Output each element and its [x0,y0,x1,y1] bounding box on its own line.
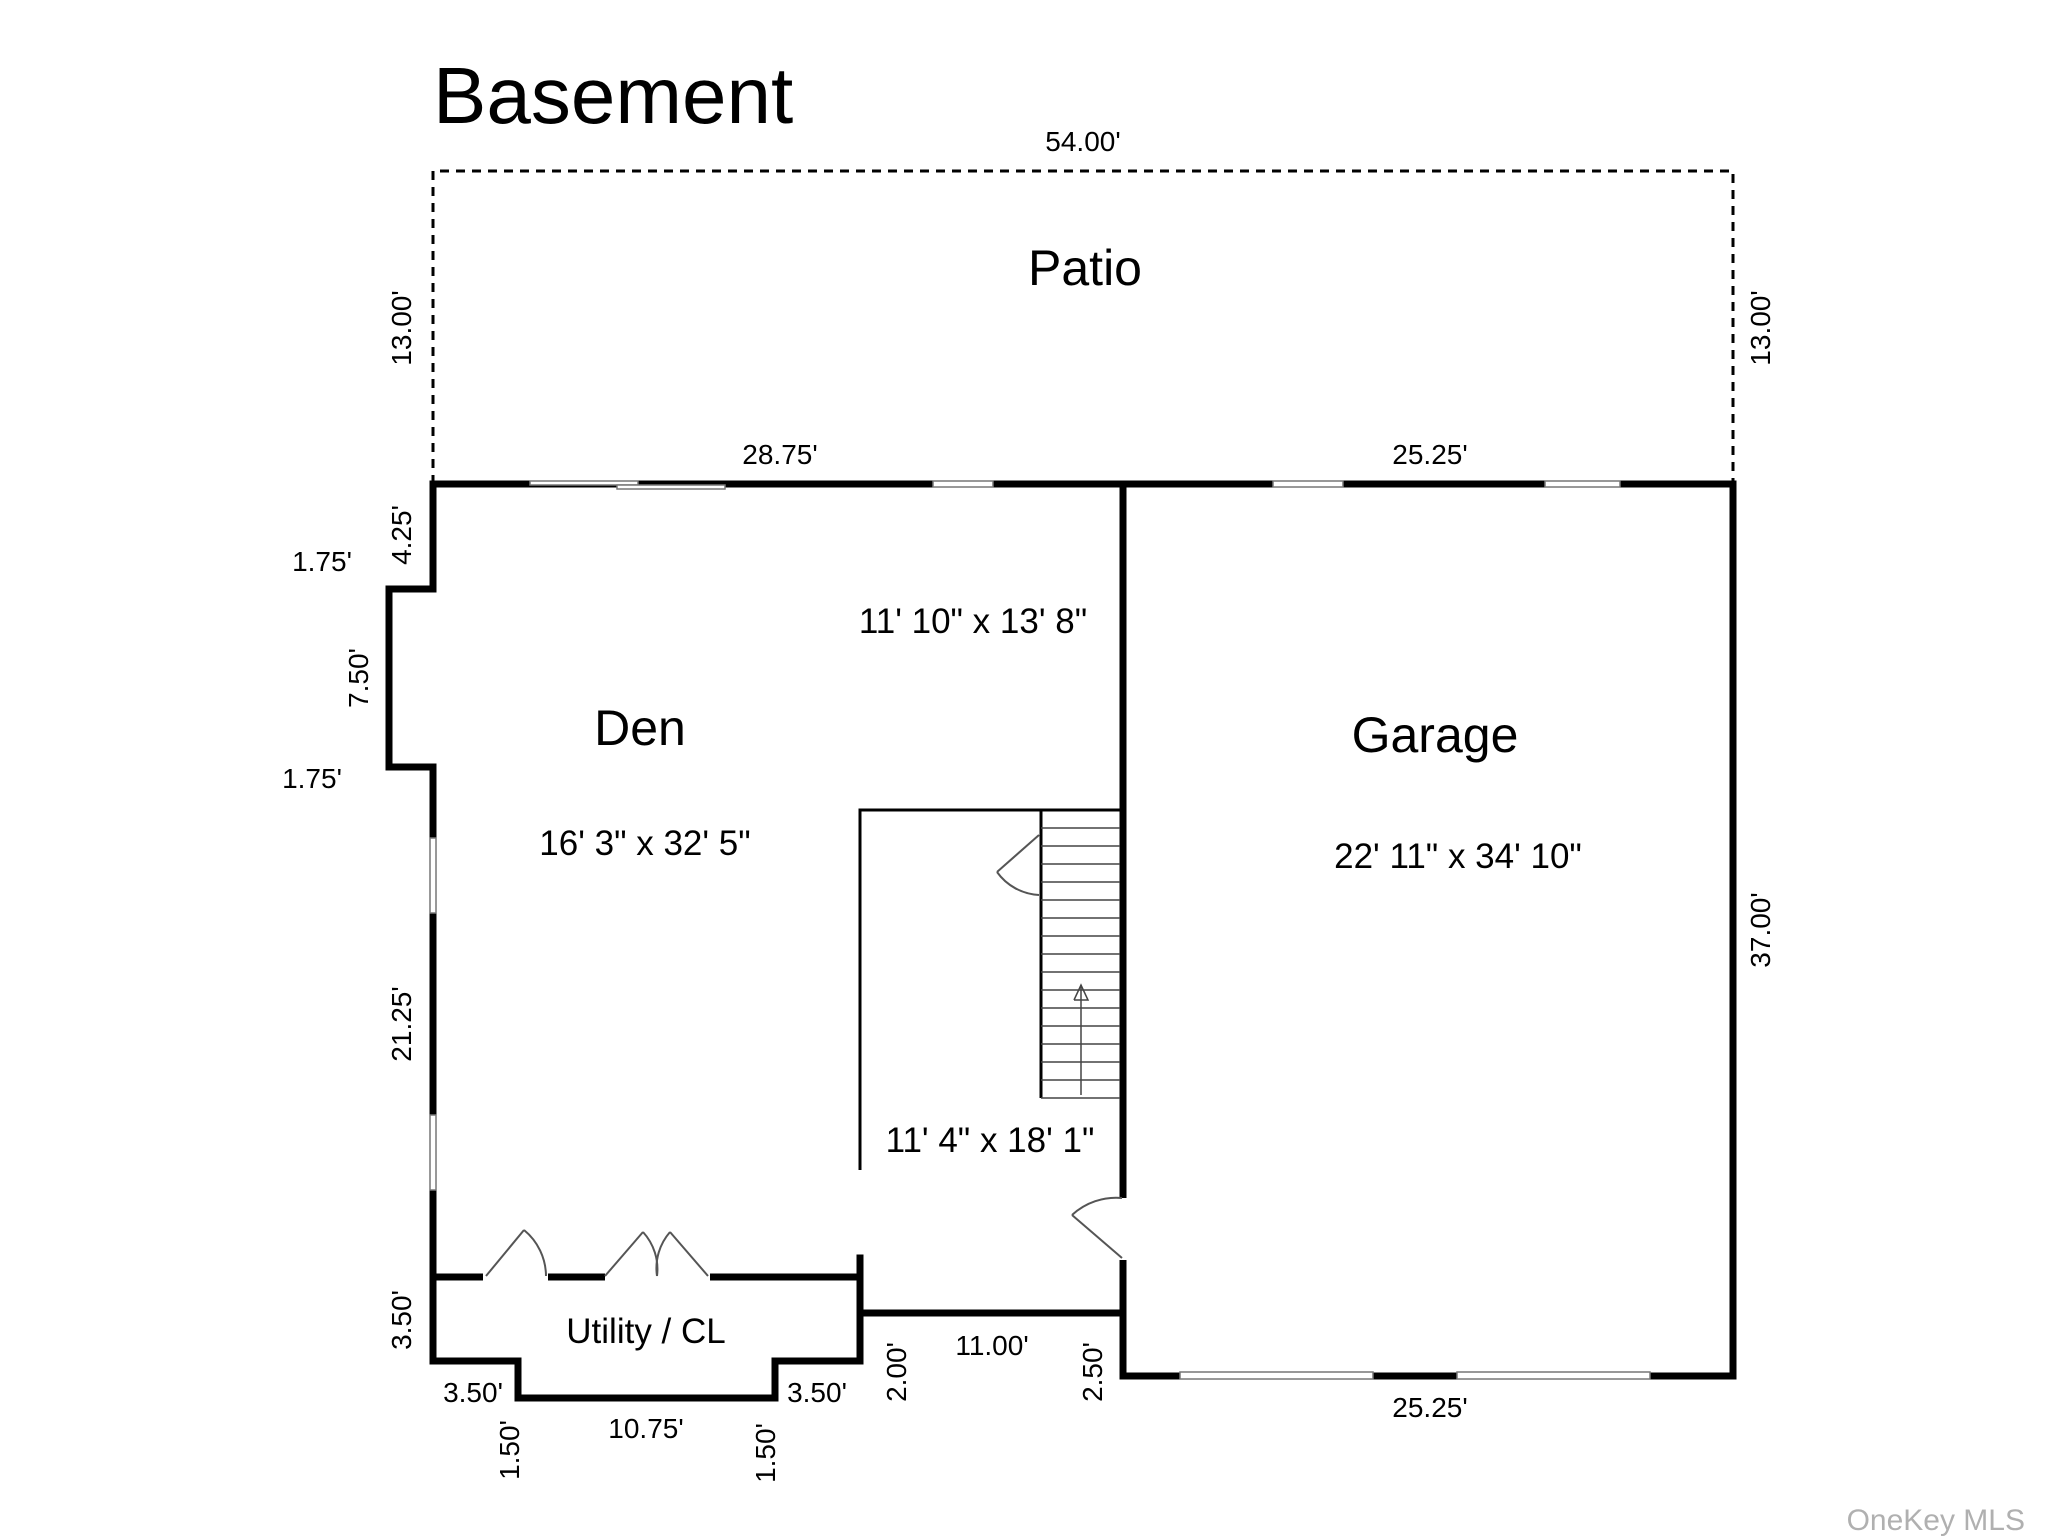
window [932,480,994,488]
door-openings [483,1198,1129,1283]
window [616,484,726,490]
window [529,480,639,486]
dim-left-upper: 4.25' [386,505,417,565]
doors [485,834,1123,1277]
den-label: Den [594,700,686,756]
door-leaf [485,1229,525,1277]
stair-arrow-head [1073,983,1090,1001]
window [429,1114,437,1191]
dim-utility-left-step: 3.50' [443,1377,503,1408]
door-leaf [669,1231,709,1277]
dim-stair-bottom-run: 11.00' [955,1330,1028,1361]
dim-patio-width: 54.00' [1045,126,1120,157]
patio-outline [431,169,1735,484]
door-swing [996,871,1040,896]
door-swing [1071,1196,1123,1216]
garage-size: 22' 11" x 34' 10" [1334,837,1582,876]
door-swing [523,1229,547,1277]
utility-label: Utility / CL [566,1312,725,1351]
patio-label: Patio [1028,240,1142,296]
den-upper-size: 11' 10" x 13' 8" [859,602,1087,641]
window [1179,1371,1374,1380]
window [429,837,437,914]
dim-patio-depth-left: 13.00' [386,290,417,365]
dim-bump-top: 1.75' [292,546,352,577]
dim-utility-bottom: 10.75' [608,1413,683,1444]
garage-label: Garage [1352,707,1519,763]
stair-enclosure-wall [858,808,1123,1170]
garage-bottom-wall [1119,1254,1737,1380]
dim-utility-right-step: 3.50' [787,1377,847,1408]
plan-title: Basement [433,51,793,140]
dim-left-lower: 21.25' [386,986,417,1061]
dim-garage-right: 37.00' [1745,892,1776,967]
dim-garage-left-drop: 2.50' [1077,1342,1108,1402]
stair-area-size: 11' 4" x 18' 1" [886,1121,1095,1160]
dim-top-left-run: 28.75' [742,439,817,470]
utility-walls [429,1273,864,1402]
dim-bump-height: 7.50' [343,648,374,708]
door-leaf [1071,1214,1123,1259]
window [1272,480,1344,488]
door-leaf [604,1231,644,1277]
door-swing [642,1231,659,1277]
stair-bottom-wall [856,1254,1127,1317]
dim-bump-bottom: 1.75' [282,763,342,794]
stair-treads [1041,827,1120,1099]
dim-utility-left-drop: 1.50' [494,1420,525,1480]
dim-stair-bottom-drop: 2.00' [881,1342,912,1402]
stair-area [858,808,1123,1170]
dim-garage-bottom: 25.25' [1392,1392,1467,1423]
dim-top-right-run: 25.25' [1392,439,1467,470]
left-wall [385,480,437,1281]
window [1456,1371,1651,1380]
dim-utility-right-drop: 1.50' [750,1423,781,1483]
windows [429,480,1651,1380]
door-leaf [996,834,1040,873]
dim-utility-height: 3.50' [386,1290,417,1350]
den-size: 16' 3" x 32' 5" [539,824,750,863]
dim-patio-depth-right: 13.00' [1745,290,1776,365]
watermark: OneKey MLS [1847,1504,2025,1536]
door-swing [655,1231,671,1277]
window [1544,480,1621,488]
